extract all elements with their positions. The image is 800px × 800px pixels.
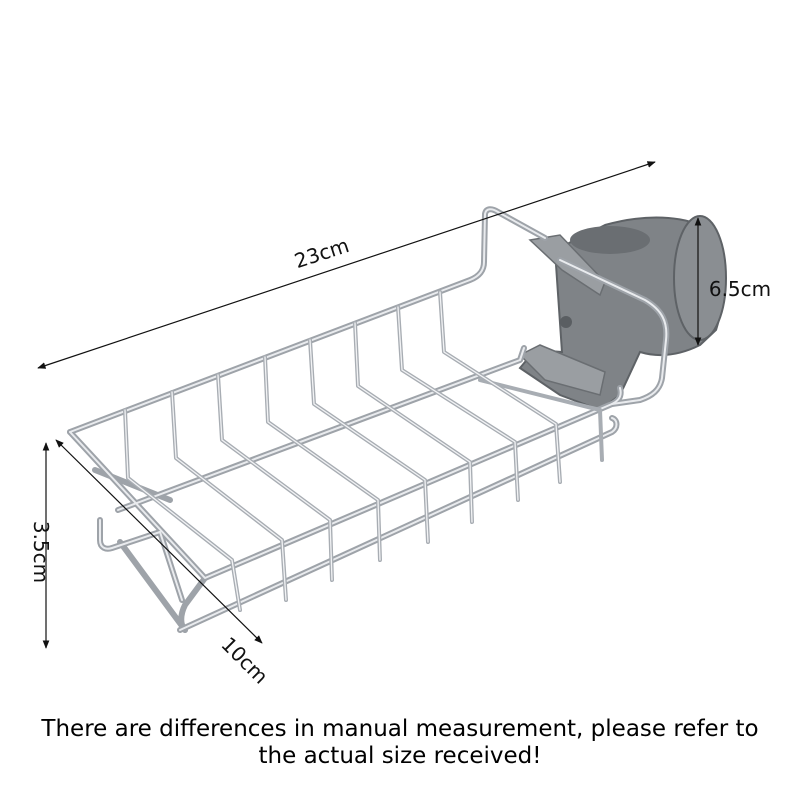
depth-label: 3.5cm xyxy=(29,521,53,583)
length-label: 23cm xyxy=(291,233,352,273)
height-label: 6.5cm xyxy=(709,277,771,301)
width-label: 10cm xyxy=(216,632,273,689)
length-dimension-line xyxy=(37,161,656,369)
dimension-lines xyxy=(37,161,702,649)
width-dimension-line xyxy=(55,439,263,644)
disclaimer-line-1: There are differences in manual measurem… xyxy=(41,716,759,742)
measurement-disclaimer: There are differences in manual measurem… xyxy=(0,716,800,770)
faucet-clamp xyxy=(518,215,727,412)
disclaimer-line-2: the actual size received! xyxy=(258,743,542,769)
